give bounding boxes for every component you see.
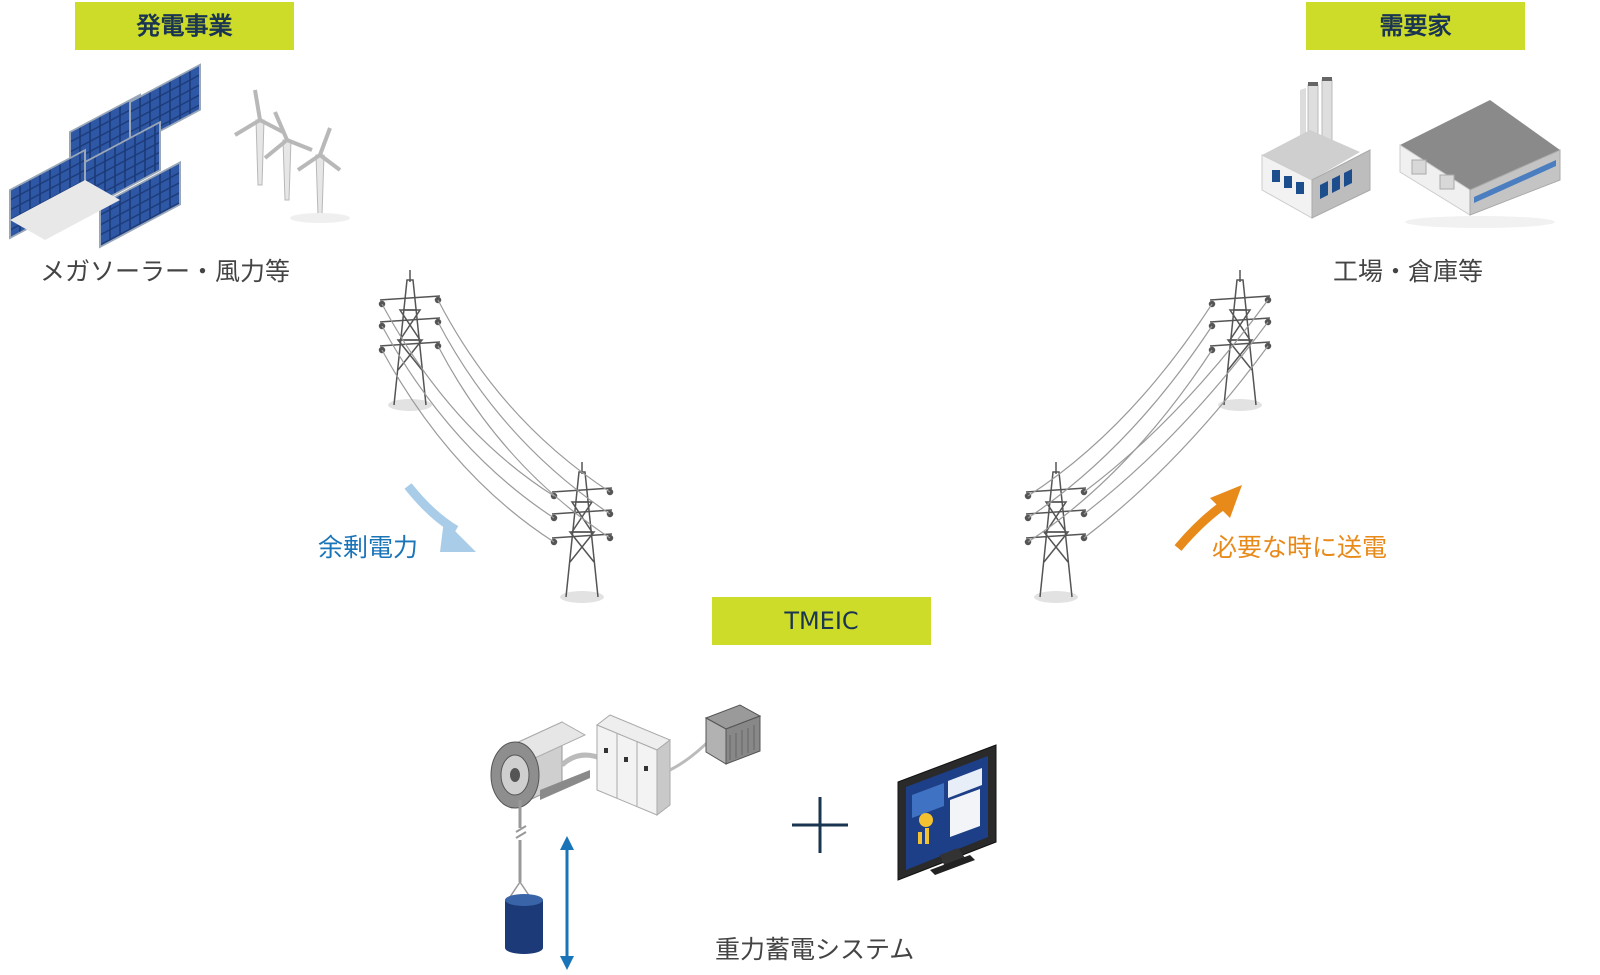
factory-icon <box>1261 77 1371 219</box>
tmeic-badge: TMEIC <box>712 597 931 645</box>
solar-panels-icon <box>9 63 201 249</box>
tmeic-caption: 重力蓄電システム <box>715 935 915 964</box>
motor-icon <box>490 721 590 809</box>
plus-icon <box>792 797 848 853</box>
weight-rope-icon <box>507 800 533 901</box>
consumer-badge: 需要家 <box>1306 2 1525 50</box>
monitor-icon <box>897 744 997 881</box>
warehouse-icon <box>1399 100 1561 228</box>
tower-top-left-icon <box>378 270 442 411</box>
supply-label: 必要な時に送電 <box>1212 533 1388 562</box>
surplus-label: 余剰電力 <box>318 533 419 562</box>
battery-icon <box>704 704 762 765</box>
vertical-arrow-icon <box>560 836 574 970</box>
consumer-caption: 工場・倉庫等 <box>1333 257 1484 286</box>
control-cabinet-icon <box>596 714 671 817</box>
power-lines-left <box>381 299 611 543</box>
generation-badge: 発電事業 <box>75 2 294 50</box>
generation-caption: メガソーラー・風力等 <box>40 257 291 286</box>
weight-cylinder-icon <box>505 894 543 954</box>
supply-arrow-icon <box>1174 485 1242 551</box>
tower-top-right-icon <box>1208 270 1272 411</box>
wind-turbines-icon <box>233 89 350 223</box>
tower-bottom-left-icon <box>550 462 614 603</box>
surplus-arrow-icon <box>404 483 476 552</box>
power-lines-right <box>1027 299 1269 543</box>
tower-bottom-right-icon <box>1024 462 1088 603</box>
